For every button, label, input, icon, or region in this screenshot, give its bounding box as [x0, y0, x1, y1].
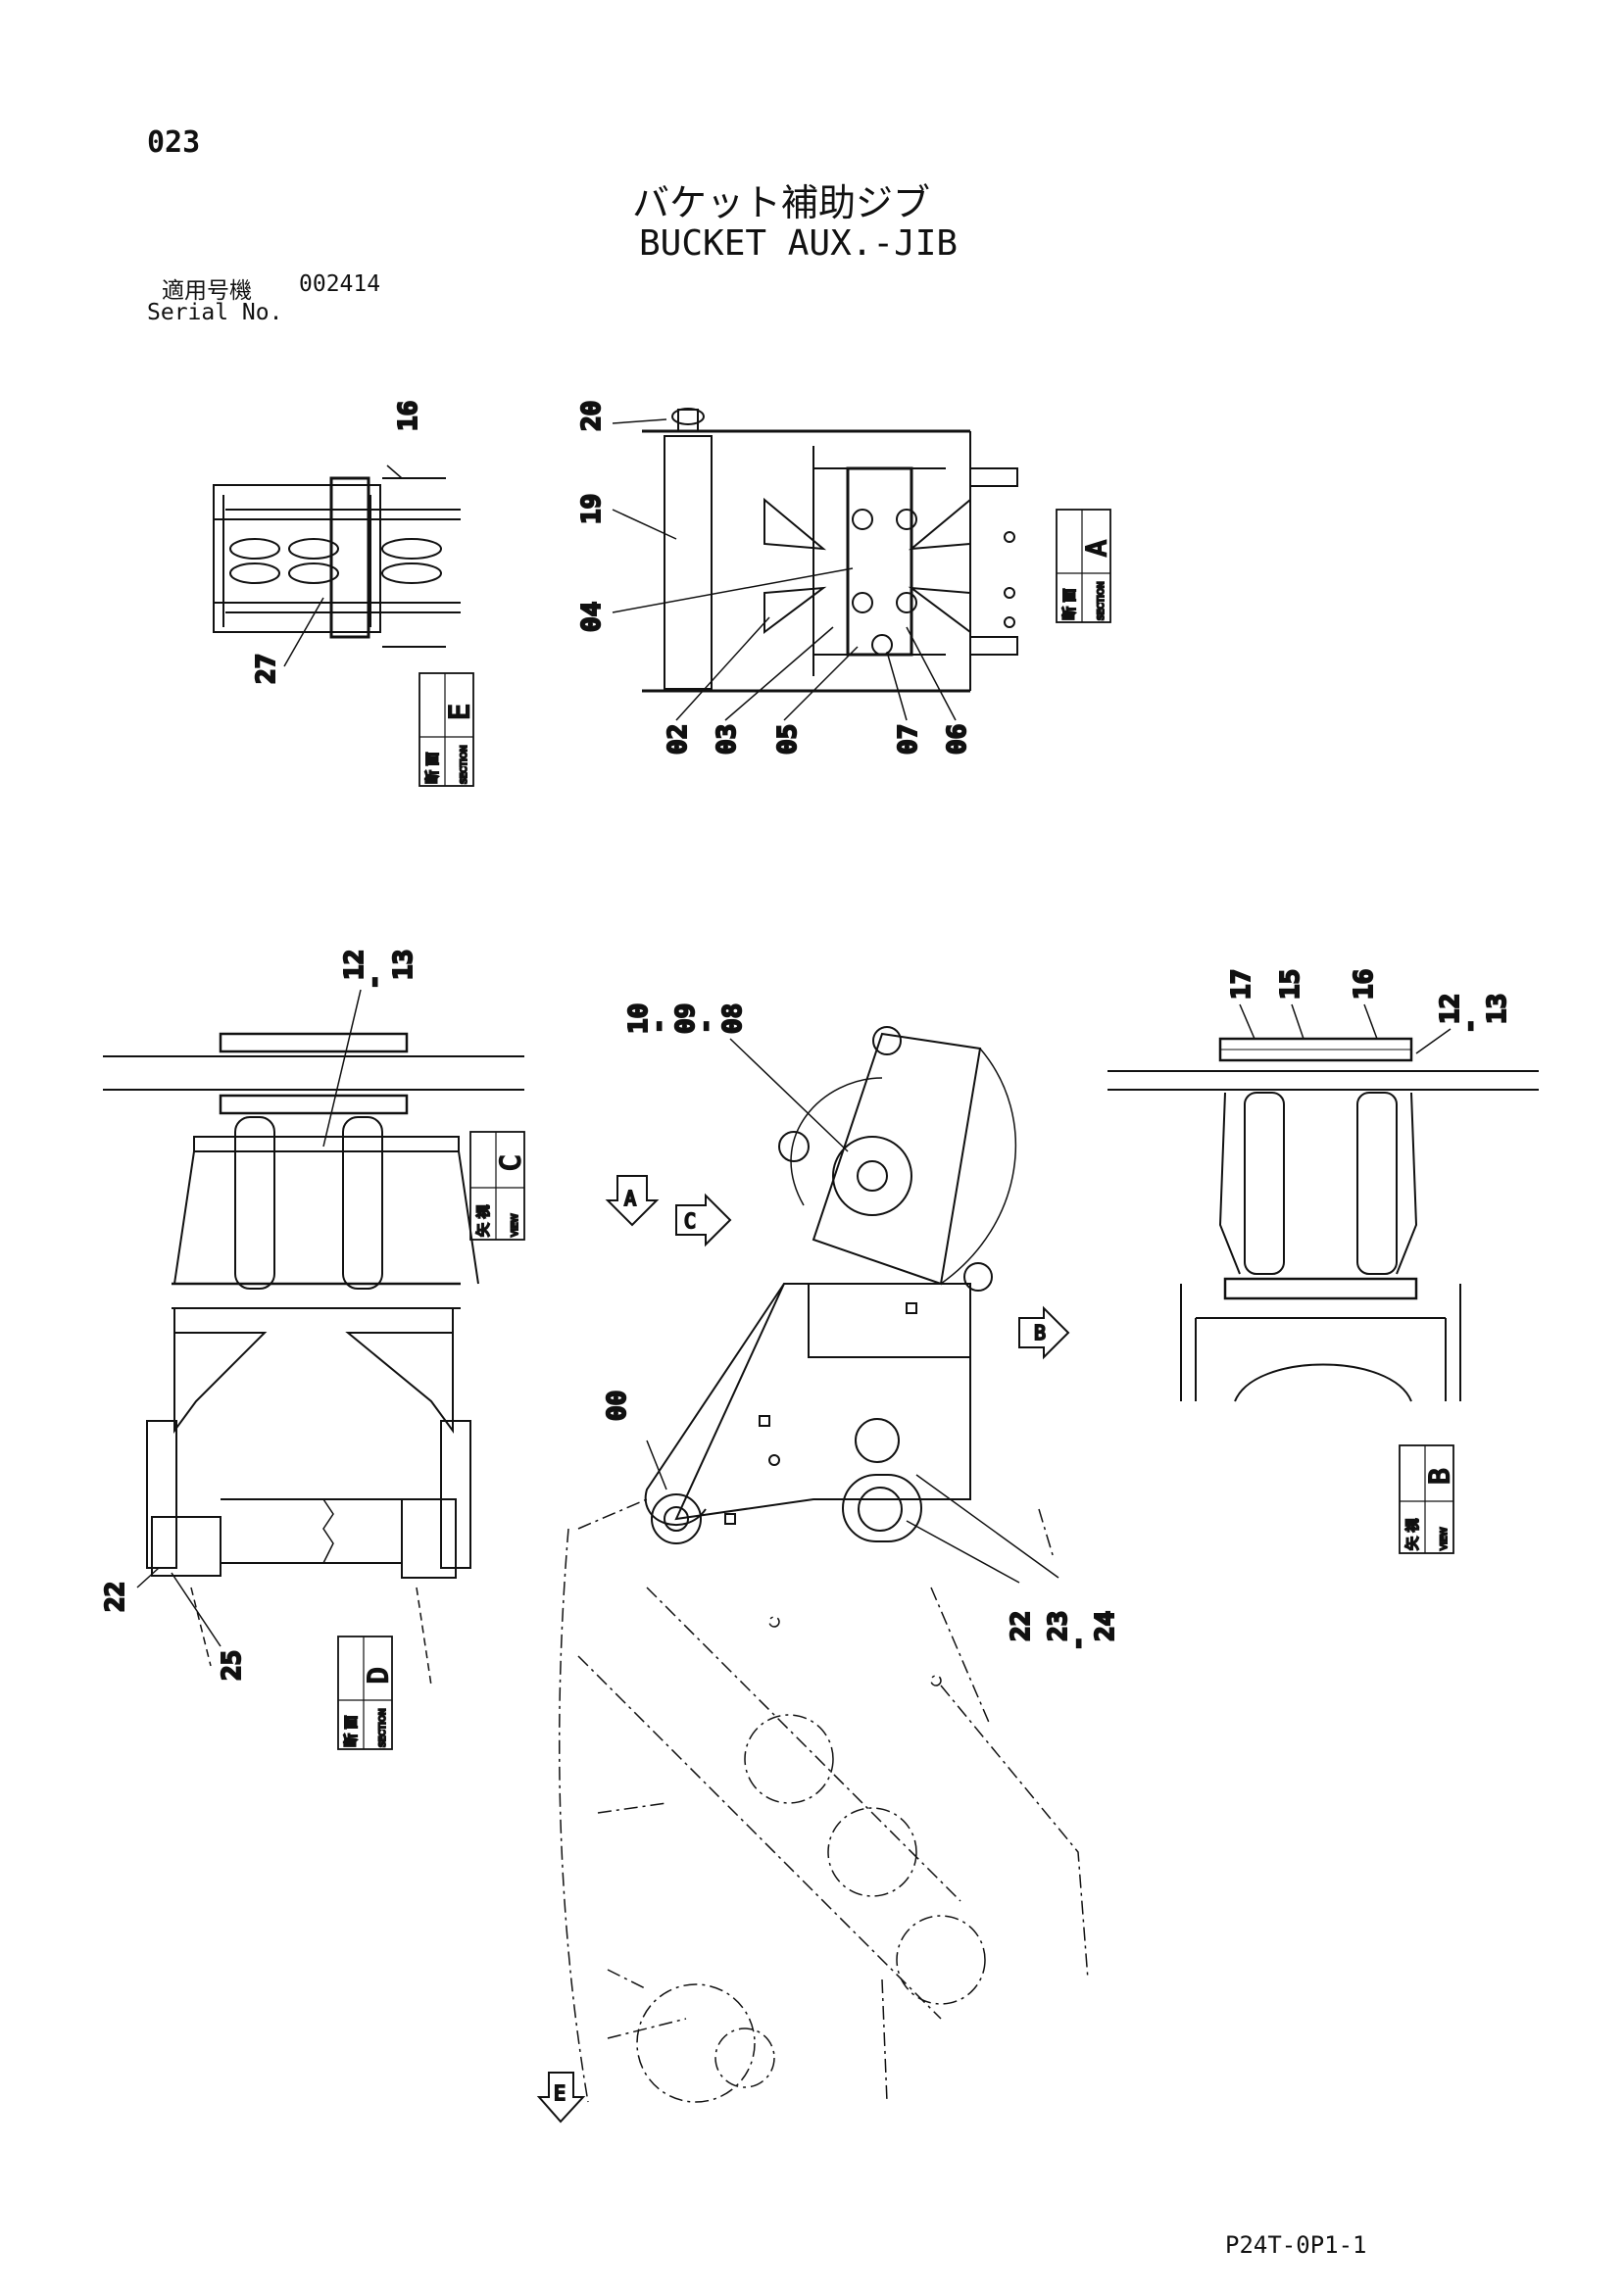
section-e-caption: SECTION [460, 745, 469, 784]
view-b-letter: B [1423, 1468, 1455, 1485]
view-arrow-a-letter: A [624, 1187, 636, 1210]
part-label-00: 00 [603, 1391, 632, 1421]
part-label-09-08-dash: - [691, 1018, 720, 1034]
view-c-tag [469, 1131, 525, 1241]
view-arrow-e [536, 2072, 586, 2124]
part-label-20: 20 [577, 401, 607, 431]
part-label-17: 17 [1227, 969, 1256, 1000]
part-label-23-24-dash: - [1063, 1636, 1093, 1651]
part-label-08: 08 [718, 1003, 748, 1034]
section-e-letter: E [443, 704, 475, 720]
section-d-letter: D [362, 1667, 394, 1684]
part-label-12-13-dash-b: - [1455, 1018, 1485, 1034]
section-a-leader-lines [612, 418, 957, 721]
page-number: 023 [147, 125, 201, 160]
part-label-22-main: 22 [1007, 1611, 1036, 1641]
section-a-letter: A [1080, 540, 1112, 557]
part-label-12: 12 [340, 950, 369, 980]
view-c-leader-lines [136, 989, 362, 1647]
section-a-tag [1056, 509, 1111, 623]
part-label-16: 16 [394, 401, 423, 431]
serial-label-english: Serial No. [147, 300, 283, 325]
view-c-drawing [103, 1032, 524, 1686]
part-label-25: 25 [218, 1650, 247, 1681]
drawing-code: P24T-0P1-1 [1225, 2231, 1367, 2259]
view-b-tag [1399, 1444, 1454, 1554]
part-label-15: 15 [1276, 969, 1305, 1000]
boom-phantom-lines [558, 1498, 1089, 2103]
part-label-23: 23 [1044, 1611, 1073, 1641]
part-label-03: 03 [713, 724, 742, 755]
view-arrow-b-letter: B [1034, 1321, 1046, 1344]
part-label-05: 05 [773, 724, 803, 755]
view-c-caption: VIEW [511, 1214, 520, 1237]
part-label-16-b: 16 [1350, 969, 1379, 1000]
section-e-tag [418, 672, 474, 787]
part-label-10-09-dash: - [644, 1018, 673, 1034]
view-b-kanji: 矢 視 [1405, 1519, 1421, 1550]
part-label-10: 10 [624, 1003, 654, 1034]
view-arrow-b [1018, 1305, 1070, 1360]
main-view-leader-lines [646, 1038, 1059, 1584]
part-label-22-d: 22 [101, 1582, 130, 1612]
part-label-27: 27 [252, 654, 281, 684]
view-arrow-c [675, 1193, 732, 1247]
main-side-view-drawing [644, 1026, 1017, 1544]
serial-label-japanese: 適用号機 [162, 278, 252, 304]
serial-number-value: 002414 [299, 271, 381, 297]
view-arrow-e-letter: E [554, 2081, 566, 2105]
part-label-12-13-dash: - [360, 974, 389, 990]
part-label-02: 02 [664, 724, 693, 755]
section-a-kanji: 断 面 [1062, 589, 1078, 620]
part-label-24: 24 [1091, 1611, 1120, 1641]
section-d-caption: SECTION [378, 1708, 388, 1747]
section-a-caption: SECTION [1097, 581, 1107, 620]
section-e-drawing [213, 464, 461, 667]
part-label-06: 06 [943, 724, 972, 755]
page-title-english: BUCKET AUX.-JIB [639, 223, 959, 264]
view-c-kanji: 矢 視 [476, 1205, 492, 1237]
view-arrow-a [605, 1175, 660, 1227]
part-label-13: 13 [389, 950, 418, 980]
part-label-19: 19 [577, 494, 607, 524]
view-b-drawing [1107, 1037, 1539, 1402]
view-b-leader-lines [1239, 1003, 1452, 1054]
section-a-drawing [642, 408, 1018, 693]
section-d-tag [337, 1636, 393, 1750]
section-e-kanji: 断 面 [425, 753, 441, 784]
part-label-07: 07 [894, 724, 923, 755]
page-title-japanese: バケット補助ジブ [632, 181, 931, 224]
view-arrow-c-letter: C [684, 1209, 696, 1233]
part-label-09: 09 [671, 1003, 701, 1034]
view-c-letter: C [494, 1154, 526, 1171]
part-label-04: 04 [577, 602, 607, 632]
view-b-caption: VIEW [1440, 1528, 1450, 1550]
part-label-12-b: 12 [1436, 994, 1465, 1024]
part-label-13-b: 13 [1483, 994, 1512, 1024]
section-d-kanji: 断 面 [344, 1716, 360, 1747]
